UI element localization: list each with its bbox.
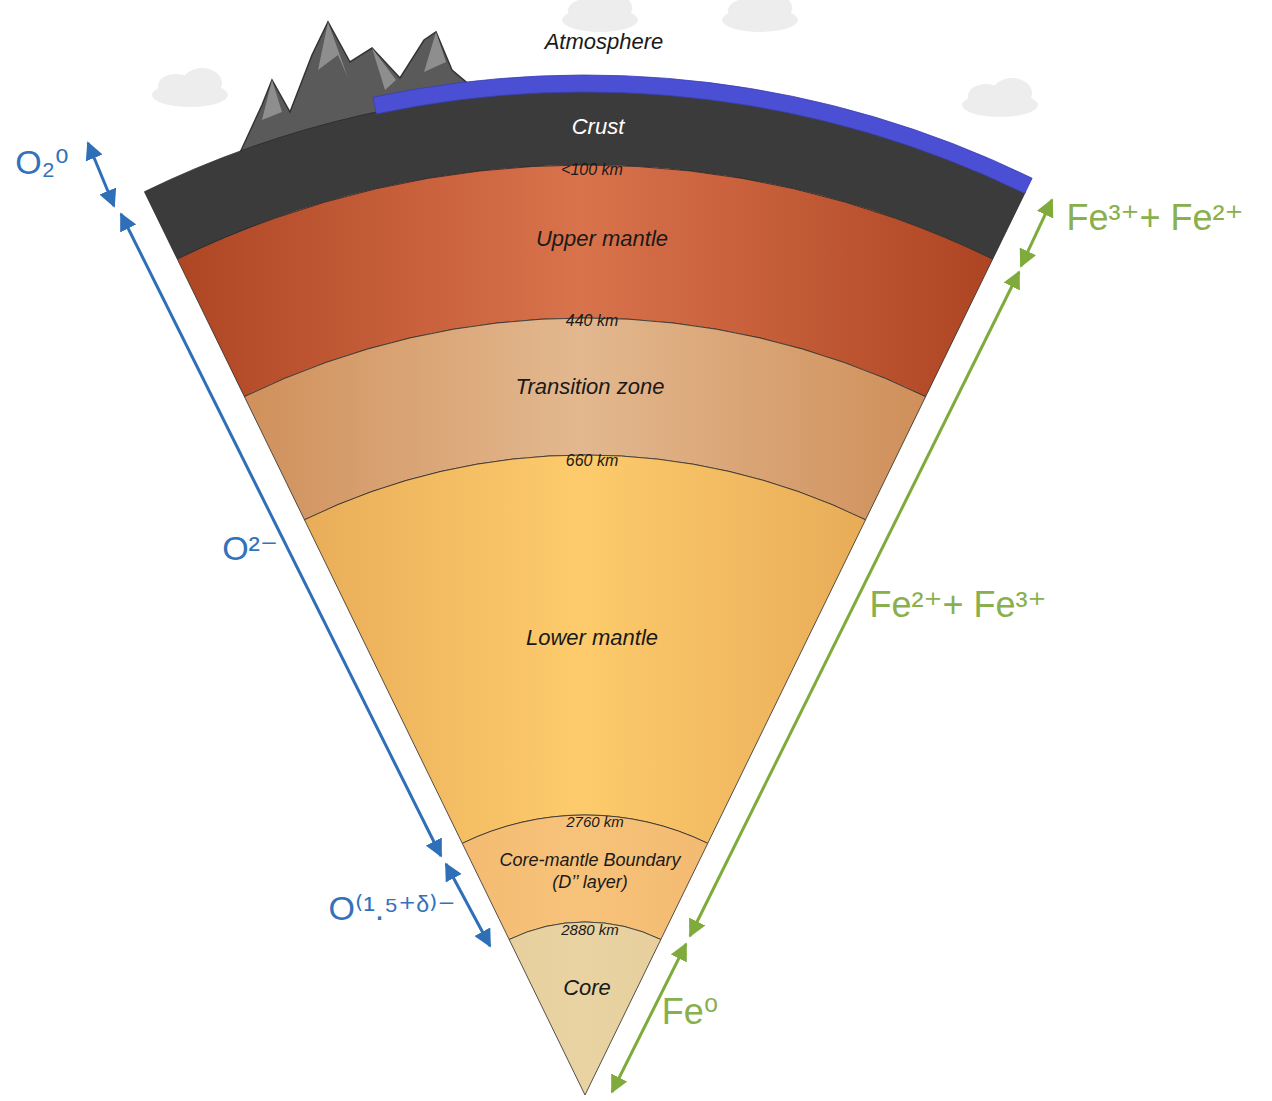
lower-mantle-band	[304, 455, 865, 843]
core-layer: Core	[563, 975, 611, 1001]
crust-layer: Crust	[572, 114, 625, 140]
depth-label: 2760 km	[566, 813, 624, 831]
upper-mantle-layer: Upper mantle	[536, 226, 668, 252]
layer-name: Lower mantle	[526, 625, 658, 651]
cloud	[562, 0, 638, 32]
mountain-shade	[424, 32, 446, 72]
depth-label: 440 km	[566, 311, 618, 330]
depth-label: 660 km	[566, 451, 618, 470]
double-arrow	[121, 214, 441, 856]
layer-name: Upper mantle	[536, 226, 668, 252]
core-band	[509, 922, 661, 1095]
mountain-shade	[318, 22, 348, 78]
mountain-shade	[372, 48, 396, 90]
layer-name: Transition zone	[516, 374, 665, 400]
ocean	[373, 75, 1032, 194]
cloud	[722, 0, 798, 32]
oxygen-state: O⁽¹.⁵⁺ᵟ⁾⁻	[329, 888, 456, 929]
depth-label: <100 km	[561, 160, 623, 179]
oxygen-state: O₂⁰	[15, 142, 68, 183]
mountain-shade	[262, 80, 282, 120]
atmosphere-label: Atmosphere	[545, 29, 664, 55]
layer-name: Core-mantle Boundary (D’’ layer)	[490, 850, 690, 893]
double-arrow	[1021, 200, 1052, 266]
double-arrow	[88, 143, 114, 206]
oxygen-state: O²⁻	[222, 528, 278, 569]
d-layer-band	[462, 815, 707, 940]
cloud	[962, 78, 1038, 117]
layer-name: Crust	[572, 114, 625, 140]
iron-state: Fe³⁺+ Fe²⁺	[1066, 196, 1243, 239]
iron-state: Fe²⁺+ Fe³⁺	[869, 583, 1046, 626]
core-mantle-boundary-layer: Core-mantle Boundary (D’’ layer)	[490, 850, 690, 893]
layer-name: Core	[563, 975, 611, 1001]
transition-zone-layer: Transition zone	[516, 374, 665, 400]
iron-state: Fe⁰	[662, 990, 718, 1033]
lower-mantle-layer: Lower mantle	[526, 625, 658, 651]
cloud	[152, 68, 228, 107]
depth-label: 2880 km	[561, 921, 619, 939]
